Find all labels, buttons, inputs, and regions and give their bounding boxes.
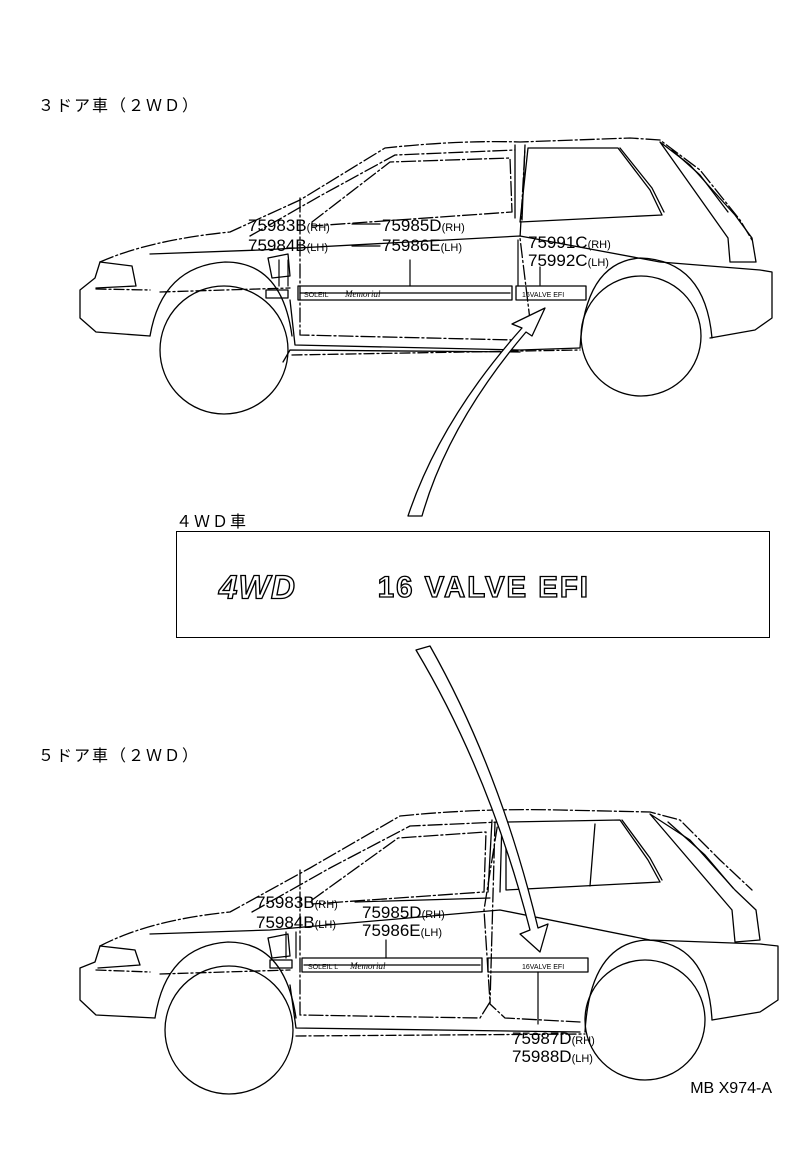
part-number: 75985D [382, 216, 442, 235]
part-side: (RH) [422, 909, 445, 921]
bottom-part-labels: 75983B(RH) 75984B(LH) 75985D(RH) 75986E(… [256, 893, 595, 1066]
bottom-stripe-texts: SOLEIL L Memorial 16VALVE EFI [308, 961, 564, 971]
arrow-up-to-top-car [407, 307, 546, 517]
svg-text:75987D(RH): 75987D(RH) [512, 1029, 595, 1048]
top-car-leader-lines [278, 223, 541, 287]
svg-text:75983B(RH): 75983B(RH) [248, 216, 330, 235]
svg-text:75985D(RH): 75985D(RH) [362, 903, 445, 922]
arrow-down-to-bottom-car [415, 645, 549, 953]
part-number: 75985D [362, 903, 422, 922]
part-number: 75987D [512, 1029, 572, 1048]
bottom-stripe-script: Memorial [349, 961, 386, 971]
part-number: 75991C [528, 233, 588, 252]
part-side: (LH) [315, 919, 336, 931]
top-stripe-rear: 16VALVE EFI [522, 292, 564, 299]
diagram-reference-code: MB X974-A [690, 1080, 772, 1097]
part-number: 75984B [248, 236, 307, 255]
part-number: 75992C [528, 251, 588, 270]
part-number: 75986E [362, 921, 421, 940]
header-5door: ５ドア車（２ＷＤ） [38, 746, 201, 765]
header-3door: ３ドア車（２ＷＤ） [38, 96, 201, 115]
top-car-stripes [265, 285, 587, 301]
part-side: (LH) [307, 242, 328, 254]
svg-text:75986E(LH): 75986E(LH) [382, 236, 462, 255]
part-side: (LH) [441, 242, 462, 254]
svg-text:75988D(LH): 75988D(LH) [512, 1047, 593, 1066]
part-side: (RH) [572, 1035, 595, 1047]
emblem-4wd-text: 4WD [218, 570, 296, 607]
svg-text:75984B(LH): 75984B(LH) [248, 236, 328, 255]
part-number: 75983B [256, 893, 315, 912]
emblem-box-4wd: 4WD 16 VALVE EFI [176, 531, 770, 638]
bottom-car-stripes [269, 957, 589, 973]
header-4wd: ４ＷＤ車 [176, 512, 249, 531]
svg-text:75991C(RH): 75991C(RH) [528, 233, 611, 252]
part-side: (RH) [442, 222, 465, 234]
svg-text:75985D(RH): 75985D(RH) [382, 216, 465, 235]
top-stripe-brand: SOLEIL [304, 292, 329, 299]
svg-text:75983B(RH): 75983B(RH) [256, 893, 338, 912]
top-car-body [79, 137, 773, 415]
part-side: (LH) [588, 257, 609, 269]
part-number: 75984B [256, 913, 315, 932]
bottom-stripe-brand: SOLEIL L [308, 964, 338, 971]
bottom-stripe-rear: 16VALVE EFI [522, 964, 564, 971]
part-side: (RH) [315, 899, 338, 911]
bottom-car-leader-lines [285, 897, 539, 1025]
part-number: 75986E [382, 236, 441, 255]
svg-text:75992C(LH): 75992C(LH) [528, 251, 609, 270]
top-part-labels: 75983B(RH) 75984B(LH) 75985D(RH) 75986E(… [248, 216, 611, 270]
bottom-car-body [79, 808, 779, 1095]
part-number: 75988D [512, 1047, 572, 1066]
svg-text:75986E(LH): 75986E(LH) [362, 921, 442, 940]
part-side: (LH) [572, 1053, 593, 1065]
part-side: (LH) [421, 927, 442, 939]
emblem-graphic: 4WD 16 VALVE EFI [217, 569, 590, 607]
top-stripe-script: Memorial [344, 289, 381, 299]
top-stripe-texts: SOLEIL Memorial 16VALVE EFI [304, 289, 564, 299]
part-side: (RH) [307, 222, 330, 234]
part-number: 75983B [248, 216, 307, 235]
part-side: (RH) [588, 239, 611, 251]
emblem-16valve-text: 16 VALVE EFI [378, 571, 590, 604]
svg-text:75984B(LH): 75984B(LH) [256, 913, 336, 932]
